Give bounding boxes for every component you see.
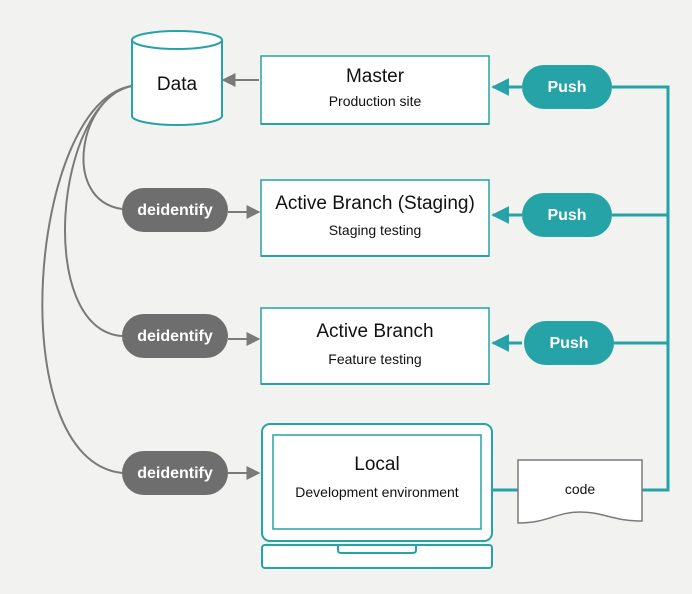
gray-arrows bbox=[221, 73, 261, 480]
connector-data-to-deidentify-2 bbox=[63, 85, 133, 337]
deidentify-button-3[interactable]: deidentify bbox=[122, 451, 228, 495]
connector-data-to-deidentify-3 bbox=[41, 85, 133, 474]
feature-subtitle: Feature testing bbox=[328, 351, 421, 367]
push-connectors bbox=[491, 78, 670, 492]
svg-text:Push: Push bbox=[549, 335, 588, 352]
laptop-trackpad bbox=[337, 545, 417, 554]
staging-title: Active Branch (Staging) bbox=[275, 193, 475, 214]
data-label: Data bbox=[157, 74, 198, 95]
laptop-base bbox=[261, 544, 493, 569]
data-cylinder-icon bbox=[131, 40, 223, 126]
master-box: Master Production site bbox=[260, 55, 490, 125]
svg-text:deidentify: deidentify bbox=[137, 202, 213, 219]
code-label: code bbox=[565, 481, 596, 497]
deidentify-button-2[interactable]: deidentify bbox=[122, 314, 228, 358]
svg-text:Push: Push bbox=[547, 79, 586, 96]
local-laptop-icon: Local Development environment bbox=[261, 423, 493, 569]
laptop-inner-screen bbox=[272, 434, 482, 530]
data-connectors bbox=[41, 85, 133, 474]
feature-title: Active Branch bbox=[316, 321, 433, 342]
push-button-1[interactable]: Push bbox=[522, 65, 612, 109]
svg-text:deidentify: deidentify bbox=[137, 465, 213, 482]
master-title: Master bbox=[346, 66, 405, 87]
staging-box: Active Branch (Staging) Staging testing bbox=[260, 179, 490, 257]
connector-data-to-deidentify-1 bbox=[82, 85, 133, 210]
data-cylinder-top bbox=[131, 30, 223, 50]
local-title: Local bbox=[354, 454, 399, 475]
deidentify-button-1[interactable]: deidentify bbox=[122, 188, 228, 232]
push-button-2[interactable]: Push bbox=[522, 193, 612, 237]
svg-text:deidentify: deidentify bbox=[137, 328, 213, 345]
push-button-3[interactable]: Push bbox=[524, 321, 614, 365]
code-document-icon: code bbox=[517, 459, 643, 524]
svg-text:Push: Push bbox=[547, 207, 586, 224]
local-subtitle: Development environment bbox=[295, 484, 459, 500]
connector-code-to-trunk bbox=[612, 85, 670, 492]
feature-box: Active Branch Feature testing bbox=[260, 307, 490, 385]
staging-subtitle: Staging testing bbox=[329, 222, 422, 238]
master-subtitle: Production site bbox=[329, 93, 422, 109]
data-store: Data bbox=[131, 30, 223, 126]
